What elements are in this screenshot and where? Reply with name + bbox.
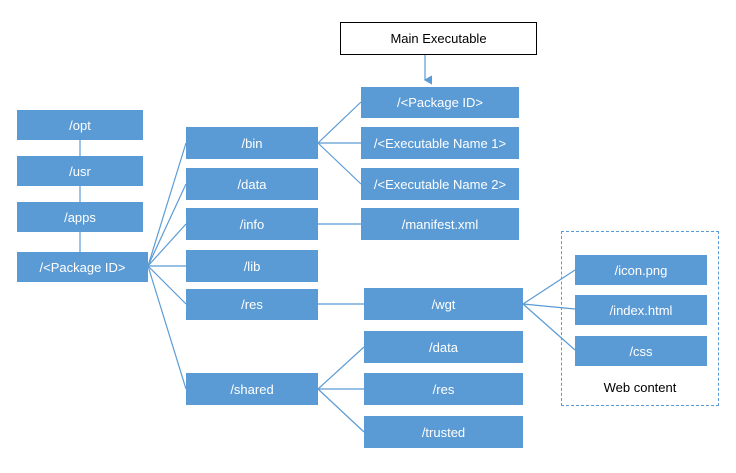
connector-shared-data <box>317 346 365 390</box>
node-manifest-label: /manifest.xml <box>401 216 479 232</box>
node-info-label: /info <box>239 216 265 232</box>
node-data: /data <box>186 168 318 200</box>
node-lib: /lib <box>186 250 318 282</box>
node-bin-label: /bin <box>241 135 263 151</box>
web-content-label: Web content <box>561 376 719 398</box>
main-executable-label: Main Executable <box>390 31 487 46</box>
node-index-html: /index.html <box>575 295 707 325</box>
connector-package-res <box>147 265 187 305</box>
node-wgt-label: /wgt <box>431 296 456 312</box>
connector-wgt-css <box>522 303 576 351</box>
node-opt-label: /opt <box>69 117 91 133</box>
node-apps: /apps <box>17 202 143 232</box>
node-manifest: /manifest.xml <box>361 208 519 240</box>
node-shared-trusted: /trusted <box>364 416 523 448</box>
connector-bin-exec2 <box>317 142 362 185</box>
web-content-group <box>561 231 719 406</box>
node-shared-trusted-label: /trusted <box>421 424 466 440</box>
node-opt: /opt <box>17 110 143 140</box>
connector-package-bin <box>147 142 187 267</box>
node-bin-package-id-label: /<Package ID> <box>397 95 483 110</box>
connector-bin-package <box>317 101 362 144</box>
node-shared-res: /res <box>364 373 523 405</box>
node-executable-name-2-label: /<Executable Name 2> <box>373 176 507 192</box>
connector-package-shared <box>147 265 187 390</box>
node-executable-name-1-label: /<Executable Name 1> <box>373 135 507 151</box>
node-package-id-label: /<Package ID> <box>39 259 126 275</box>
node-css: /css <box>575 336 707 366</box>
connector-shared-trusted <box>317 388 365 433</box>
node-shared-res-label: /res <box>432 381 455 397</box>
node-bin: /bin <box>186 127 318 159</box>
node-usr-label: /usr <box>69 163 91 179</box>
node-executable-name-2: /<Executable Name 2> <box>361 168 519 200</box>
node-package-id: /<Package ID> <box>17 252 148 282</box>
node-icon-png: /icon.png <box>575 255 707 285</box>
node-res-label: /res <box>241 297 263 312</box>
connector-wgt-icon <box>522 269 576 305</box>
main-executable-box: Main Executable <box>340 22 537 55</box>
node-icon-png-label: /icon.png <box>614 262 668 278</box>
node-css-label: /css <box>629 343 653 359</box>
node-shared-data-label: /data <box>429 339 458 355</box>
web-content-label-text: Web content <box>603 379 677 395</box>
node-wgt: /wgt <box>364 288 523 320</box>
connector-package-info <box>147 223 187 267</box>
node-lib-label: /lib <box>243 258 261 274</box>
node-index-html-label: /index.html <box>609 302 673 318</box>
node-apps-label: /apps <box>64 209 96 225</box>
node-shared-data: /data <box>364 331 523 363</box>
node-shared: /shared <box>186 373 318 405</box>
node-res: /res <box>186 289 318 320</box>
node-data-label: /data <box>237 176 267 192</box>
node-usr: /usr <box>17 156 143 186</box>
node-info: /info <box>186 208 318 240</box>
node-executable-name-1: /<Executable Name 1> <box>361 127 519 159</box>
connector-wgt-index <box>522 303 576 310</box>
node-shared-label: /shared <box>230 381 274 397</box>
connector-package-data <box>147 183 187 267</box>
node-bin-package-id: /<Package ID> <box>361 87 519 118</box>
